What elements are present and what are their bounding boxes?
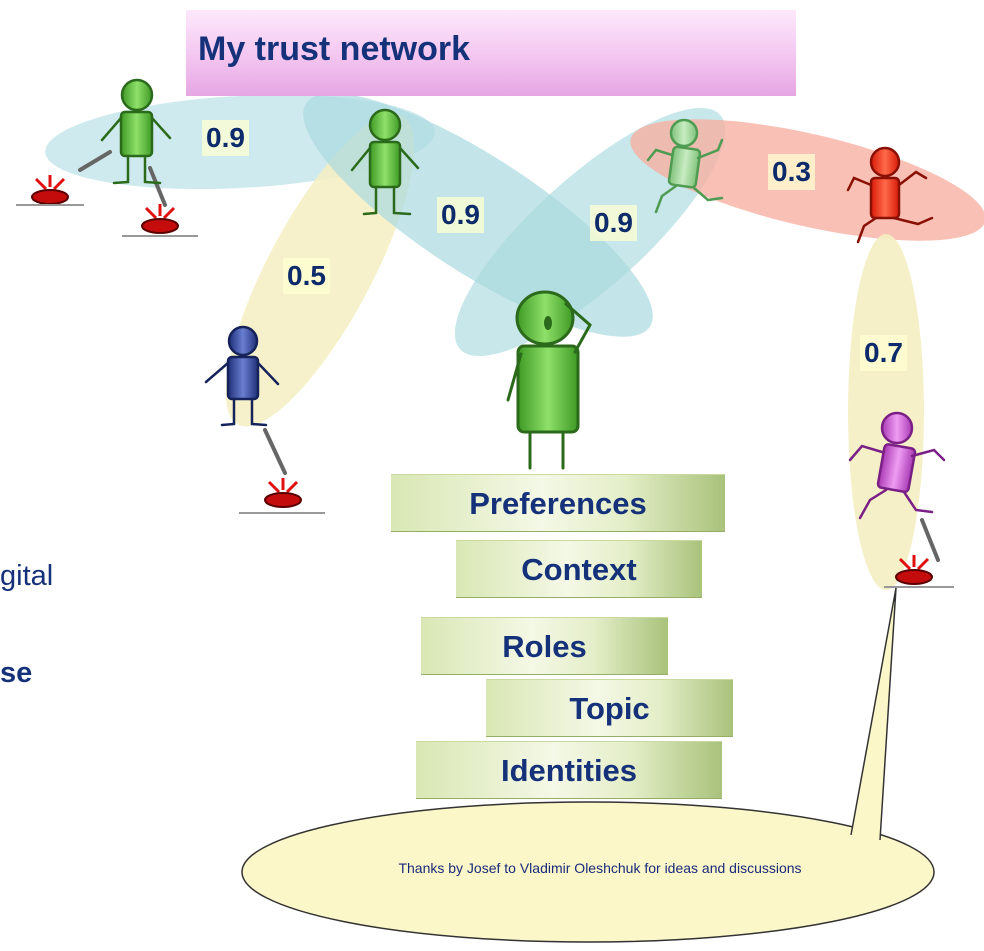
cropped-text-fragment: se: [0, 657, 33, 689]
green-person-icon: [350, 108, 420, 216]
trust-weight-label: 0.9: [590, 205, 637, 241]
stack-item-topic: Topic: [486, 679, 733, 737]
stack-item-preferences: Preferences: [391, 474, 725, 532]
alarm-device-icon: [884, 555, 954, 588]
slide-title: My trust network: [186, 10, 796, 96]
trust-weight-label: 0.9: [437, 197, 484, 233]
trust-weight-label: 0.7: [860, 335, 907, 371]
green-person-icon: [646, 118, 724, 214]
green-person-icon: [100, 78, 172, 185]
callout-bubble: [241, 587, 935, 943]
thinking-person-icon: [506, 290, 592, 470]
cropped-text-fragment: gital: [0, 560, 54, 592]
device-connectors: [78, 150, 940, 562]
red-person-icon: [846, 146, 934, 244]
trust-weight-label: 0.3: [768, 154, 815, 190]
alarm-device-icon: [122, 204, 198, 237]
alarm-device-icon: [239, 478, 325, 514]
alarm-devices: [16, 175, 954, 588]
blue-person-icon: [204, 325, 280, 427]
stack-item-roles: Roles: [421, 617, 668, 675]
stack-item-context: Context: [456, 540, 702, 598]
alarm-device-icon: [16, 175, 84, 206]
halo-magenta-link: [848, 234, 924, 590]
trust-weight-label: 0.9: [202, 120, 249, 156]
trust-weight-label: 0.5: [283, 258, 330, 294]
magenta-person-icon: [848, 411, 946, 520]
callout-text: Thanks by Josef to Vladimir Oleshchuk fo…: [398, 860, 802, 876]
stack-item-identities: Identities: [416, 741, 722, 799]
